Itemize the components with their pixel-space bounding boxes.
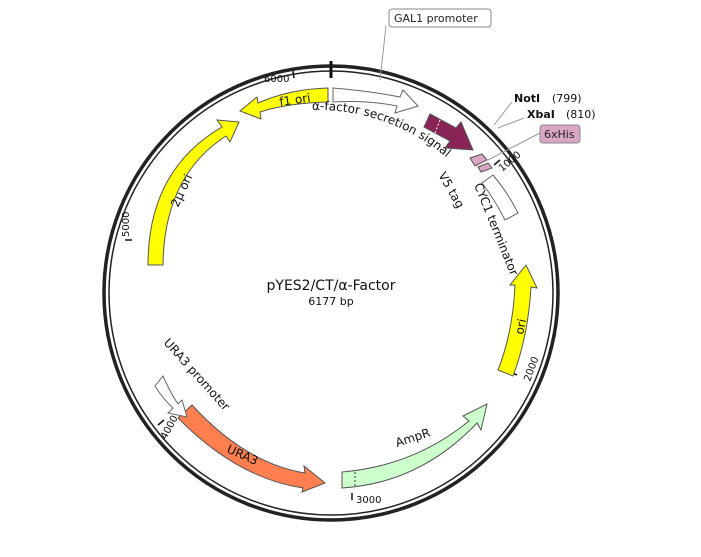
- sixhis-callout-label: 6xHis: [544, 128, 575, 141]
- tick-label-4000: 4000: [159, 414, 181, 442]
- gal1-callout-box[interactable]: [388, 8, 492, 28]
- f1-ori-label: f1 ori: [278, 91, 311, 109]
- ori-arrow[interactable]: [497, 264, 538, 377]
- xbai-site-name: XbaI: [527, 108, 555, 121]
- gal1-callout-line: [379, 25, 387, 81]
- tick-label-3000: 3000: [356, 495, 381, 506]
- f1-ori-arrow[interactable]: [239, 87, 329, 120]
- ura3-promoter-arrow[interactable]: [154, 375, 188, 418]
- tick-label-5000: 5000: [121, 212, 132, 237]
- noti-line: [493, 101, 513, 126]
- tick-label-2000: 2000: [522, 355, 541, 383]
- ampr-label: AmpR: [394, 425, 432, 449]
- ampr-arrow[interactable]: [341, 403, 488, 489]
- xbai-site-pos: (810): [566, 108, 596, 121]
- v5-tag-arrow[interactable]: [469, 153, 488, 167]
- sixhis-arrow[interactable]: [477, 162, 493, 173]
- ori-label: ori: [512, 317, 529, 335]
- alpha-factor-arrow[interactable]: [423, 113, 474, 151]
- gal1-promoter-arrow[interactable]: [332, 87, 419, 114]
- cyc1-terminator-box[interactable]: [481, 174, 519, 221]
- sixhis-callout-line: [487, 132, 541, 161]
- noti-site-pos: (799): [552, 92, 582, 105]
- sixhis-callout-box[interactable]: [539, 124, 581, 144]
- tick-label-6000: 6000: [264, 74, 289, 85]
- ura3-arrow[interactable]: [177, 404, 326, 493]
- gal1-callout-label: GAL1 promoter: [394, 12, 478, 25]
- plasmid-name: pYES2/CT/α-Factor: [267, 278, 396, 294]
- xbai-line: [497, 117, 525, 129]
- noti-site-name: NotI: [514, 92, 540, 105]
- twomu-ori-arrow[interactable]: [147, 119, 240, 266]
- plasmid-size: 6177 bp: [308, 295, 353, 308]
- v5-tag-label: V5 tag: [435, 170, 467, 211]
